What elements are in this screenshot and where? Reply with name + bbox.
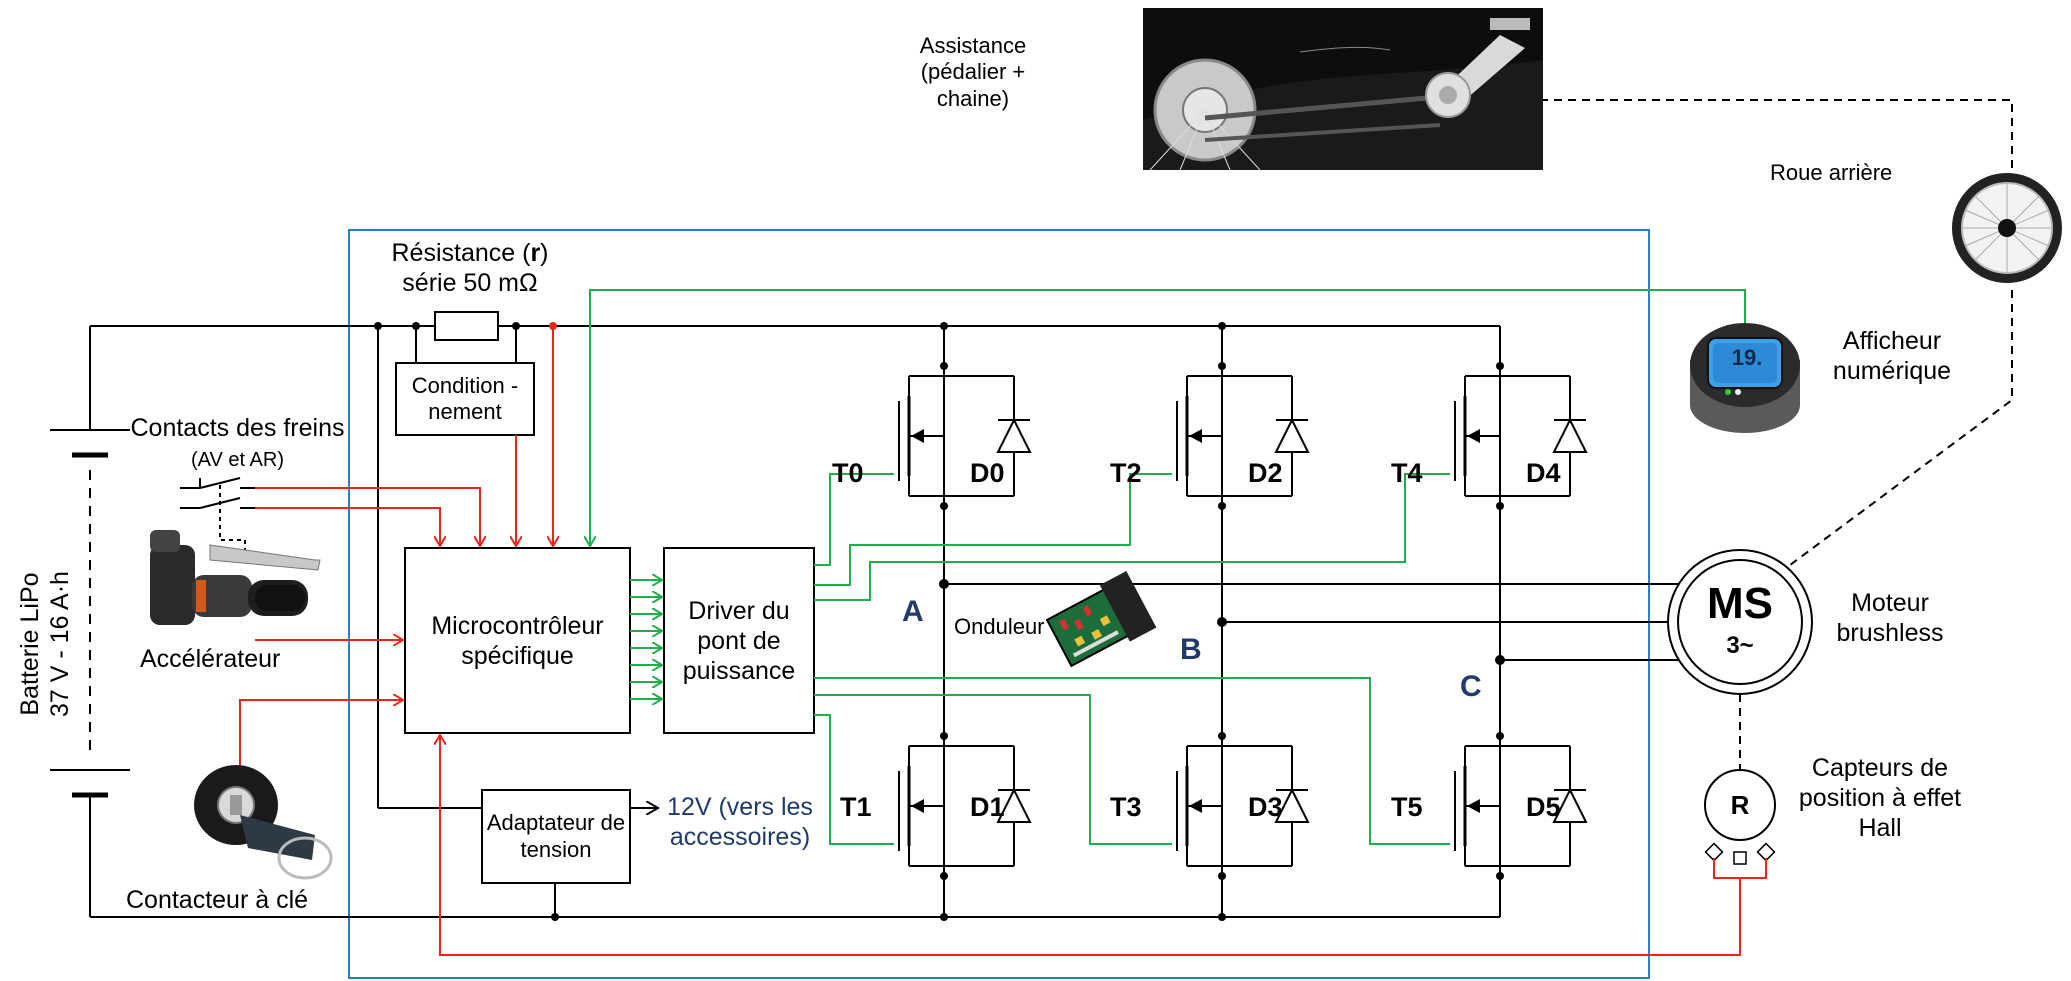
diode-label-d3: D3	[1248, 792, 1283, 822]
driver-box	[663, 547, 815, 734]
transistor-label-t5: T5	[1391, 792, 1423, 822]
hall-sensors-label: Capteurs de position à effet Hall	[1798, 754, 1962, 842]
throttle-image	[150, 530, 321, 625]
rear-wheel-label: Roue arrière	[1770, 160, 1893, 185]
display-link	[590, 289, 1746, 546]
display-label: Afficheur numérique	[1832, 327, 1952, 385]
transistor-label-t1: T1	[840, 792, 872, 822]
key-switch-label: Contacteur à clé	[126, 886, 309, 914]
hall-sensor-circle	[1704, 769, 1776, 841]
pedal-chain-image	[1143, 8, 1543, 171]
resolver-symbol: R	[1730, 790, 1750, 820]
transistor-label-t3: T3	[1110, 792, 1142, 822]
diode-label-d0: D0	[970, 458, 1005, 488]
diode-label-d1: D1	[970, 792, 1005, 822]
resistance-label-paren: )	[540, 239, 549, 267]
rear-wheel-image	[1952, 173, 2062, 283]
brake-switch-symbol	[180, 477, 255, 555]
hall-sensor-icons	[1704, 842, 1776, 865]
key-switch-image	[194, 765, 333, 880]
assistance-label: Assistance (pédalier + chaine)	[919, 33, 1027, 111]
transistor-label-t2: T2	[1110, 458, 1142, 488]
voltage-adapter-box	[481, 789, 631, 884]
motor-phase: 3~	[1726, 632, 1754, 659]
throttle-label: Accélérateur	[140, 645, 281, 673]
node-label-b: B	[1180, 633, 1202, 666]
diode-label-d2: D2	[1248, 458, 1283, 488]
battery-label: Batterie LiPo 37 V - 16 A·h	[15, 464, 75, 824]
shunt-resistor	[434, 311, 499, 341]
diode-label-d5: D5	[1526, 792, 1561, 822]
inverter-board-image	[1045, 570, 1157, 668]
motor-label: Moteur brushless	[1836, 589, 1944, 647]
display-value: 19.	[1731, 345, 1763, 370]
resistance-label: Résistance (r) série 50 mΩ	[370, 238, 570, 298]
resistance-symbol: r	[530, 239, 541, 267]
digital-display-image	[1690, 323, 1800, 433]
resistance-value: série 50 mΩ	[402, 269, 538, 297]
transistor-label-t4: T4	[1391, 458, 1423, 488]
motor-symbol: MS	[1707, 579, 1773, 628]
battery-name: Batterie LiPo	[16, 572, 44, 716]
node-label-c: C	[1460, 670, 1482, 703]
battery-symbol	[50, 326, 130, 917]
node-label-a: A	[902, 595, 924, 628]
inverter-label: Onduleur	[954, 614, 1045, 639]
resistance-label-text: Résistance (	[391, 239, 531, 267]
driver-label: Driver du pont de puissance	[682, 596, 796, 685]
conditioning-label: Condition -nement	[411, 372, 519, 424]
microcontroller-label: Microcontrôleur spécifique	[431, 611, 604, 670]
voltage-adapter-label: Adaptateur de tension	[486, 810, 626, 862]
diode-label-d4: D4	[1526, 458, 1561, 488]
conditioning-box	[395, 362, 535, 436]
brake-contacts-text: Contacts des freins	[130, 414, 345, 442]
half-bridge-A	[897, 322, 1032, 921]
motor-inner	[1677, 559, 1803, 685]
inverter-board-frame	[348, 229, 1650, 979]
microcontroller-box	[404, 547, 631, 734]
brake-contacts-label: Contacts des freins (AV et AR)	[130, 413, 345, 473]
accessories-output-label: 12V (vers les accessoires)	[667, 793, 813, 851]
transistor-label-t0: T0	[832, 458, 864, 488]
brake-contacts-sub: (AV et AR)	[191, 449, 284, 471]
battery-spec: 37 V - 16 A·h	[46, 571, 74, 717]
